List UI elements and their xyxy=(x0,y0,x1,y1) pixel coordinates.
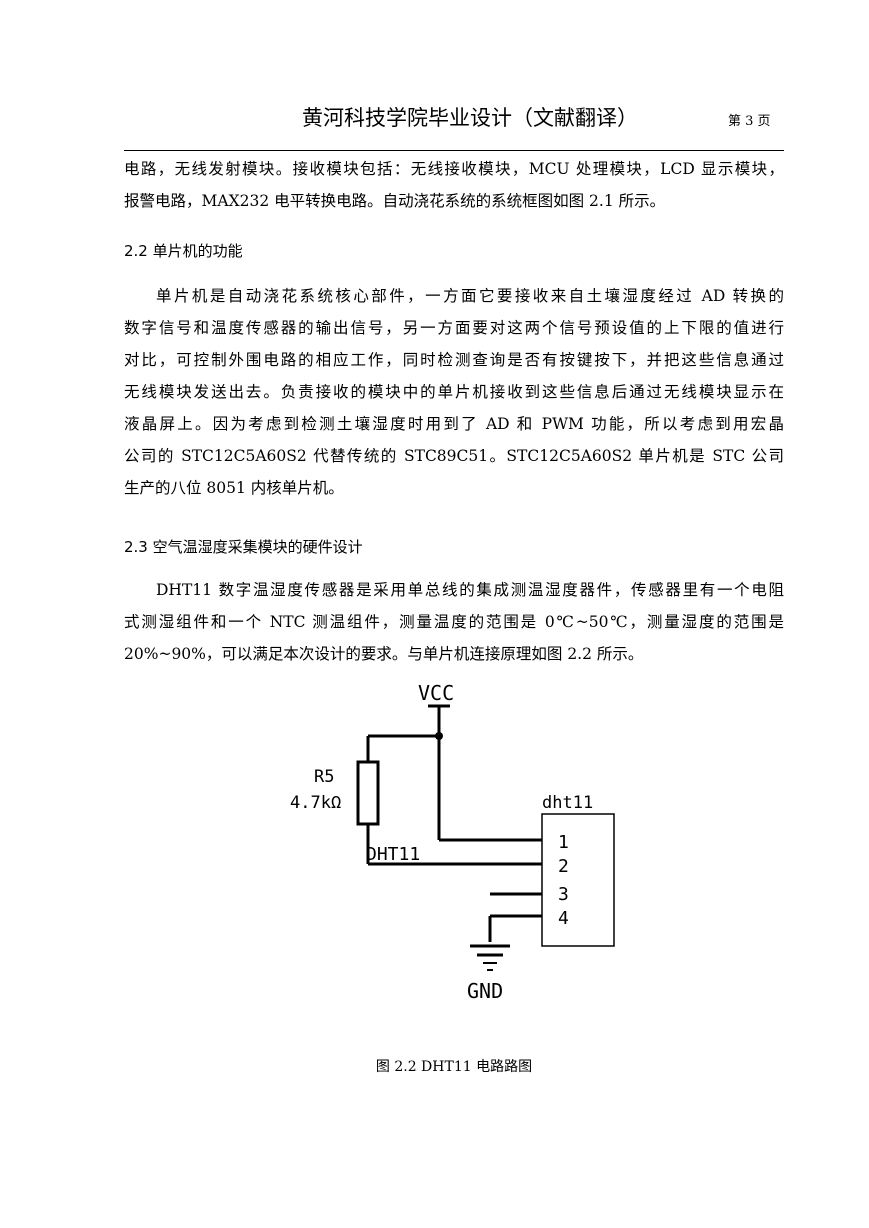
text-line: 对比，可控制外围电路的相应工作，同时检测查询是否有按键按下，并把这些信息通过 xyxy=(124,351,784,369)
vcc-label: VCC xyxy=(418,681,454,705)
page-number: 第 3 页 xyxy=(728,114,771,129)
text-line: 液晶屏上。因为考虑到检测土壤湿度时用到了 AD 和 PWM 功能，所以考虑到用宏… xyxy=(124,415,784,433)
text-line: 无线模块发送出去。负责接收的模块中的单片机接收到这些信息后通过无线模块显示在 xyxy=(124,383,784,401)
text-line: DHT11 数字温湿度传感器是采用单总线的集成测温湿度器件，传感器里有一个电阻 xyxy=(156,581,784,599)
chip-label: dht11 xyxy=(542,793,593,813)
text-line: 单片机是自动浇花系统核心部件，一方面它要接收来自土壤湿度经过 AD 转换的 xyxy=(156,287,784,305)
pin-2-label: 2 xyxy=(558,856,569,877)
dht11-chip-box xyxy=(541,813,615,947)
section-2-2-paragraph: 单片机是自动浇花系统核心部件，一方面它要接收来自土壤湿度经过 AD 转换的 数字… xyxy=(124,280,784,504)
pin-4-label: 4 xyxy=(558,908,569,929)
ground-symbol xyxy=(470,944,510,971)
junction-dot xyxy=(435,732,443,740)
text-line: 电路，无线发射模块。接收模块包括：无线接收模块，MCU 处理模块，LCD 显示模… xyxy=(124,160,784,178)
text-line: 数字信号和温度传感器的输出信号，另一方面要对这两个信号预设值的上下限的值进行 xyxy=(124,319,784,337)
gnd-label: GND xyxy=(467,979,503,1003)
section-heading-2-3: 2.3 空气温湿度采集模块的硬件设计 xyxy=(124,538,363,556)
dht11-circuit-diagram: VCC R5 4.7kΩ dht11 DHT11 1 2 3 4 GND xyxy=(290,681,615,1003)
section-2-3-paragraph: DHT11 数字温湿度传感器是采用单总线的集成测温湿度器件，传感器里有一个电阻 … xyxy=(124,574,784,670)
text-line: 报警电路，MAX232 电平转换电路。自动浇花系统的系统框图如图 2.1 所示。 xyxy=(124,192,666,210)
pin-3-label: 3 xyxy=(558,884,569,905)
header-title: 黄河科技学院毕业设计（文献翻译） xyxy=(302,106,638,130)
resistor-value: 4.7kΩ xyxy=(290,793,341,813)
text-line: 20%~90%，可以满足本次设计的要求。与单片机连接原理如图 2.2 所示。 xyxy=(124,645,644,663)
section-heading-2-2: 2.2 单片机的功能 xyxy=(124,242,243,260)
text-line: 生产的八位 8051 内核单片机。 xyxy=(124,479,344,497)
resistor-r5 xyxy=(356,760,380,826)
header-rule xyxy=(124,150,784,151)
pin-1-label: 1 xyxy=(558,832,569,853)
figure-caption: 图 2.2 DHT11 电路路图 xyxy=(375,1059,533,1075)
net-label: DHT11 xyxy=(366,844,420,865)
text-line: 式测湿组件和一个 NTC 测温组件，测量温度的范围是 0℃~50℃，测量湿度的范… xyxy=(124,613,784,631)
resistor-name: R5 xyxy=(314,767,334,787)
intro-paragraph: 电路，无线发射模块。接收模块包括：无线接收模块，MCU 处理模块，LCD 显示模… xyxy=(124,153,784,217)
text-line: 公司的 STC12C5A60S2 代替传统的 STC89C51。STC12C5A… xyxy=(124,447,784,465)
